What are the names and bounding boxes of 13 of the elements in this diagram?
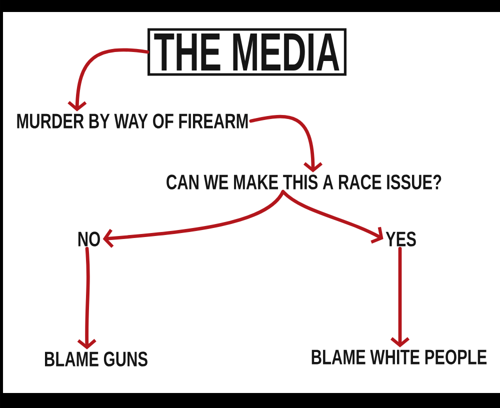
boxed-heading: THE MEDIA bbox=[148, 28, 346, 76]
arrow bbox=[68, 48, 150, 112]
arrow bbox=[390, 246, 410, 348]
answer-text: YES bbox=[386, 232, 416, 246]
arrow bbox=[102, 190, 285, 248]
question-text: CAN WE MAKE THIS A RACE ISSUE? bbox=[166, 174, 442, 190]
arrow bbox=[77, 246, 96, 350]
outcome-text: BLAME WHITE PEOPLE bbox=[312, 350, 487, 364]
outcome-text: BLAME GUNS bbox=[45, 352, 148, 366]
arrow bbox=[249, 114, 323, 172]
answer-text: NO bbox=[78, 232, 100, 246]
arrow bbox=[281, 190, 384, 244]
step-text: MURDER BY WAY OF FIREARM bbox=[17, 114, 248, 128]
